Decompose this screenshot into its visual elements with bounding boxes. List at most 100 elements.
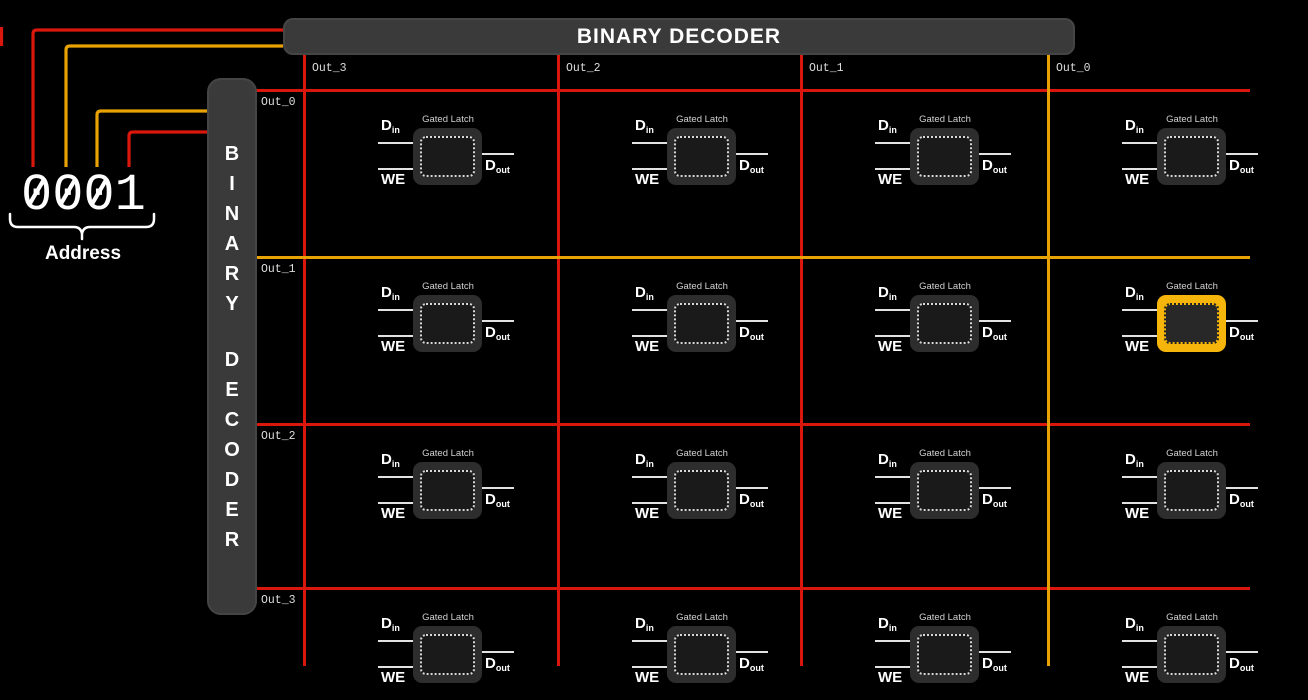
gated-latch-box bbox=[413, 295, 482, 352]
left-decoder-letter: O bbox=[224, 438, 240, 461]
left-decoder-letter: D bbox=[224, 348, 240, 371]
dout-label: Dout bbox=[485, 324, 510, 342]
dout-label: Dout bbox=[739, 655, 764, 673]
dout-label: Dout bbox=[982, 324, 1007, 342]
dout-wire bbox=[482, 320, 514, 322]
dout-wire bbox=[979, 153, 1011, 155]
address-wire-bit3 bbox=[31, 28, 283, 167]
din-wire bbox=[378, 142, 413, 144]
gated-latch-caption: Gated Latch bbox=[1166, 612, 1218, 623]
we-label: WE bbox=[635, 669, 660, 686]
din-label: Din bbox=[381, 451, 400, 469]
dout-label: Dout bbox=[485, 655, 510, 673]
we-label: WE bbox=[635, 171, 660, 188]
row-select-line-out_3 bbox=[256, 587, 1250, 590]
din-label: Din bbox=[878, 117, 897, 135]
din-label: Din bbox=[1125, 117, 1144, 135]
gated-latch-caption: Gated Latch bbox=[1166, 448, 1218, 459]
din-wire bbox=[1122, 142, 1157, 144]
din-wire bbox=[875, 142, 910, 144]
dout-wire bbox=[1226, 651, 1258, 653]
din-label: Din bbox=[635, 615, 654, 633]
we-wire bbox=[875, 168, 910, 170]
dout-wire bbox=[979, 320, 1011, 322]
address-wire-bit1 bbox=[95, 109, 207, 167]
gated-latch-inner bbox=[420, 470, 475, 511]
gated-latch-caption: Gated Latch bbox=[422, 448, 474, 459]
gated-latch-inner bbox=[420, 303, 475, 344]
we-wire bbox=[632, 168, 667, 170]
gated-latch-caption: Gated Latch bbox=[422, 612, 474, 623]
row-label-out_2: Out_2 bbox=[261, 430, 296, 443]
address-value: 0001 bbox=[21, 166, 146, 225]
dout-wire bbox=[482, 487, 514, 489]
gated-latch-box bbox=[667, 295, 736, 352]
column-select-line-out_3 bbox=[303, 55, 306, 666]
din-label: Din bbox=[1125, 284, 1144, 302]
we-wire bbox=[632, 666, 667, 668]
left-decoder-letter: B bbox=[224, 142, 240, 165]
gated-latch-inner bbox=[420, 634, 475, 675]
we-label: WE bbox=[878, 505, 903, 522]
gated-latch-box bbox=[667, 128, 736, 185]
gated-latch-box bbox=[910, 626, 979, 683]
we-wire bbox=[1122, 335, 1157, 337]
dout-wire bbox=[1226, 487, 1258, 489]
dout-label: Dout bbox=[982, 157, 1007, 175]
gated-latch-inner bbox=[1164, 136, 1219, 177]
din-label: Din bbox=[381, 615, 400, 633]
din-wire bbox=[875, 640, 910, 642]
address-wire-bit0 bbox=[127, 130, 207, 167]
din-wire bbox=[378, 309, 413, 311]
gated-latch-inner bbox=[674, 136, 729, 177]
gated-latch-inner bbox=[420, 136, 475, 177]
column-select-line-out_1 bbox=[800, 55, 803, 666]
gated-latch-caption: Gated Latch bbox=[919, 114, 971, 125]
dout-label: Dout bbox=[485, 491, 510, 509]
left-decoder-letter: R bbox=[224, 528, 240, 551]
we-label: WE bbox=[635, 338, 660, 355]
din-label: Din bbox=[878, 284, 897, 302]
dout-wire bbox=[482, 651, 514, 653]
din-wire bbox=[875, 476, 910, 478]
dout-label: Dout bbox=[982, 655, 1007, 673]
gated-latch-caption: Gated Latch bbox=[1166, 114, 1218, 125]
din-wire bbox=[632, 309, 667, 311]
din-label: Din bbox=[878, 451, 897, 469]
column-label-out_0: Out_0 bbox=[1056, 62, 1091, 75]
we-label: WE bbox=[635, 505, 660, 522]
gated-latch-box bbox=[1157, 128, 1226, 185]
we-label: WE bbox=[1125, 171, 1150, 188]
top-binary-decoder-label: BINARY DECODER bbox=[576, 24, 782, 48]
gated-latch-box bbox=[667, 462, 736, 519]
gated-latch-caption: Gated Latch bbox=[422, 114, 474, 125]
we-wire bbox=[875, 666, 910, 668]
we-label: WE bbox=[381, 338, 406, 355]
left-decoder-letter: A bbox=[224, 232, 240, 255]
we-wire bbox=[632, 502, 667, 504]
gated-latch-caption: Gated Latch bbox=[919, 448, 971, 459]
dout-label: Dout bbox=[739, 324, 764, 342]
dout-wire bbox=[1226, 153, 1258, 155]
dout-label: Dout bbox=[1229, 491, 1254, 509]
din-label: Din bbox=[381, 284, 400, 302]
din-wire bbox=[632, 142, 667, 144]
gated-latch-inner bbox=[1164, 470, 1219, 511]
top-binary-decoder: BINARY DECODER bbox=[283, 18, 1075, 55]
gated-latch-inner bbox=[1164, 303, 1219, 344]
dout-wire bbox=[736, 320, 768, 322]
column-label-out_2: Out_2 bbox=[566, 62, 601, 75]
din-wire bbox=[1122, 476, 1157, 478]
we-wire bbox=[1122, 666, 1157, 668]
